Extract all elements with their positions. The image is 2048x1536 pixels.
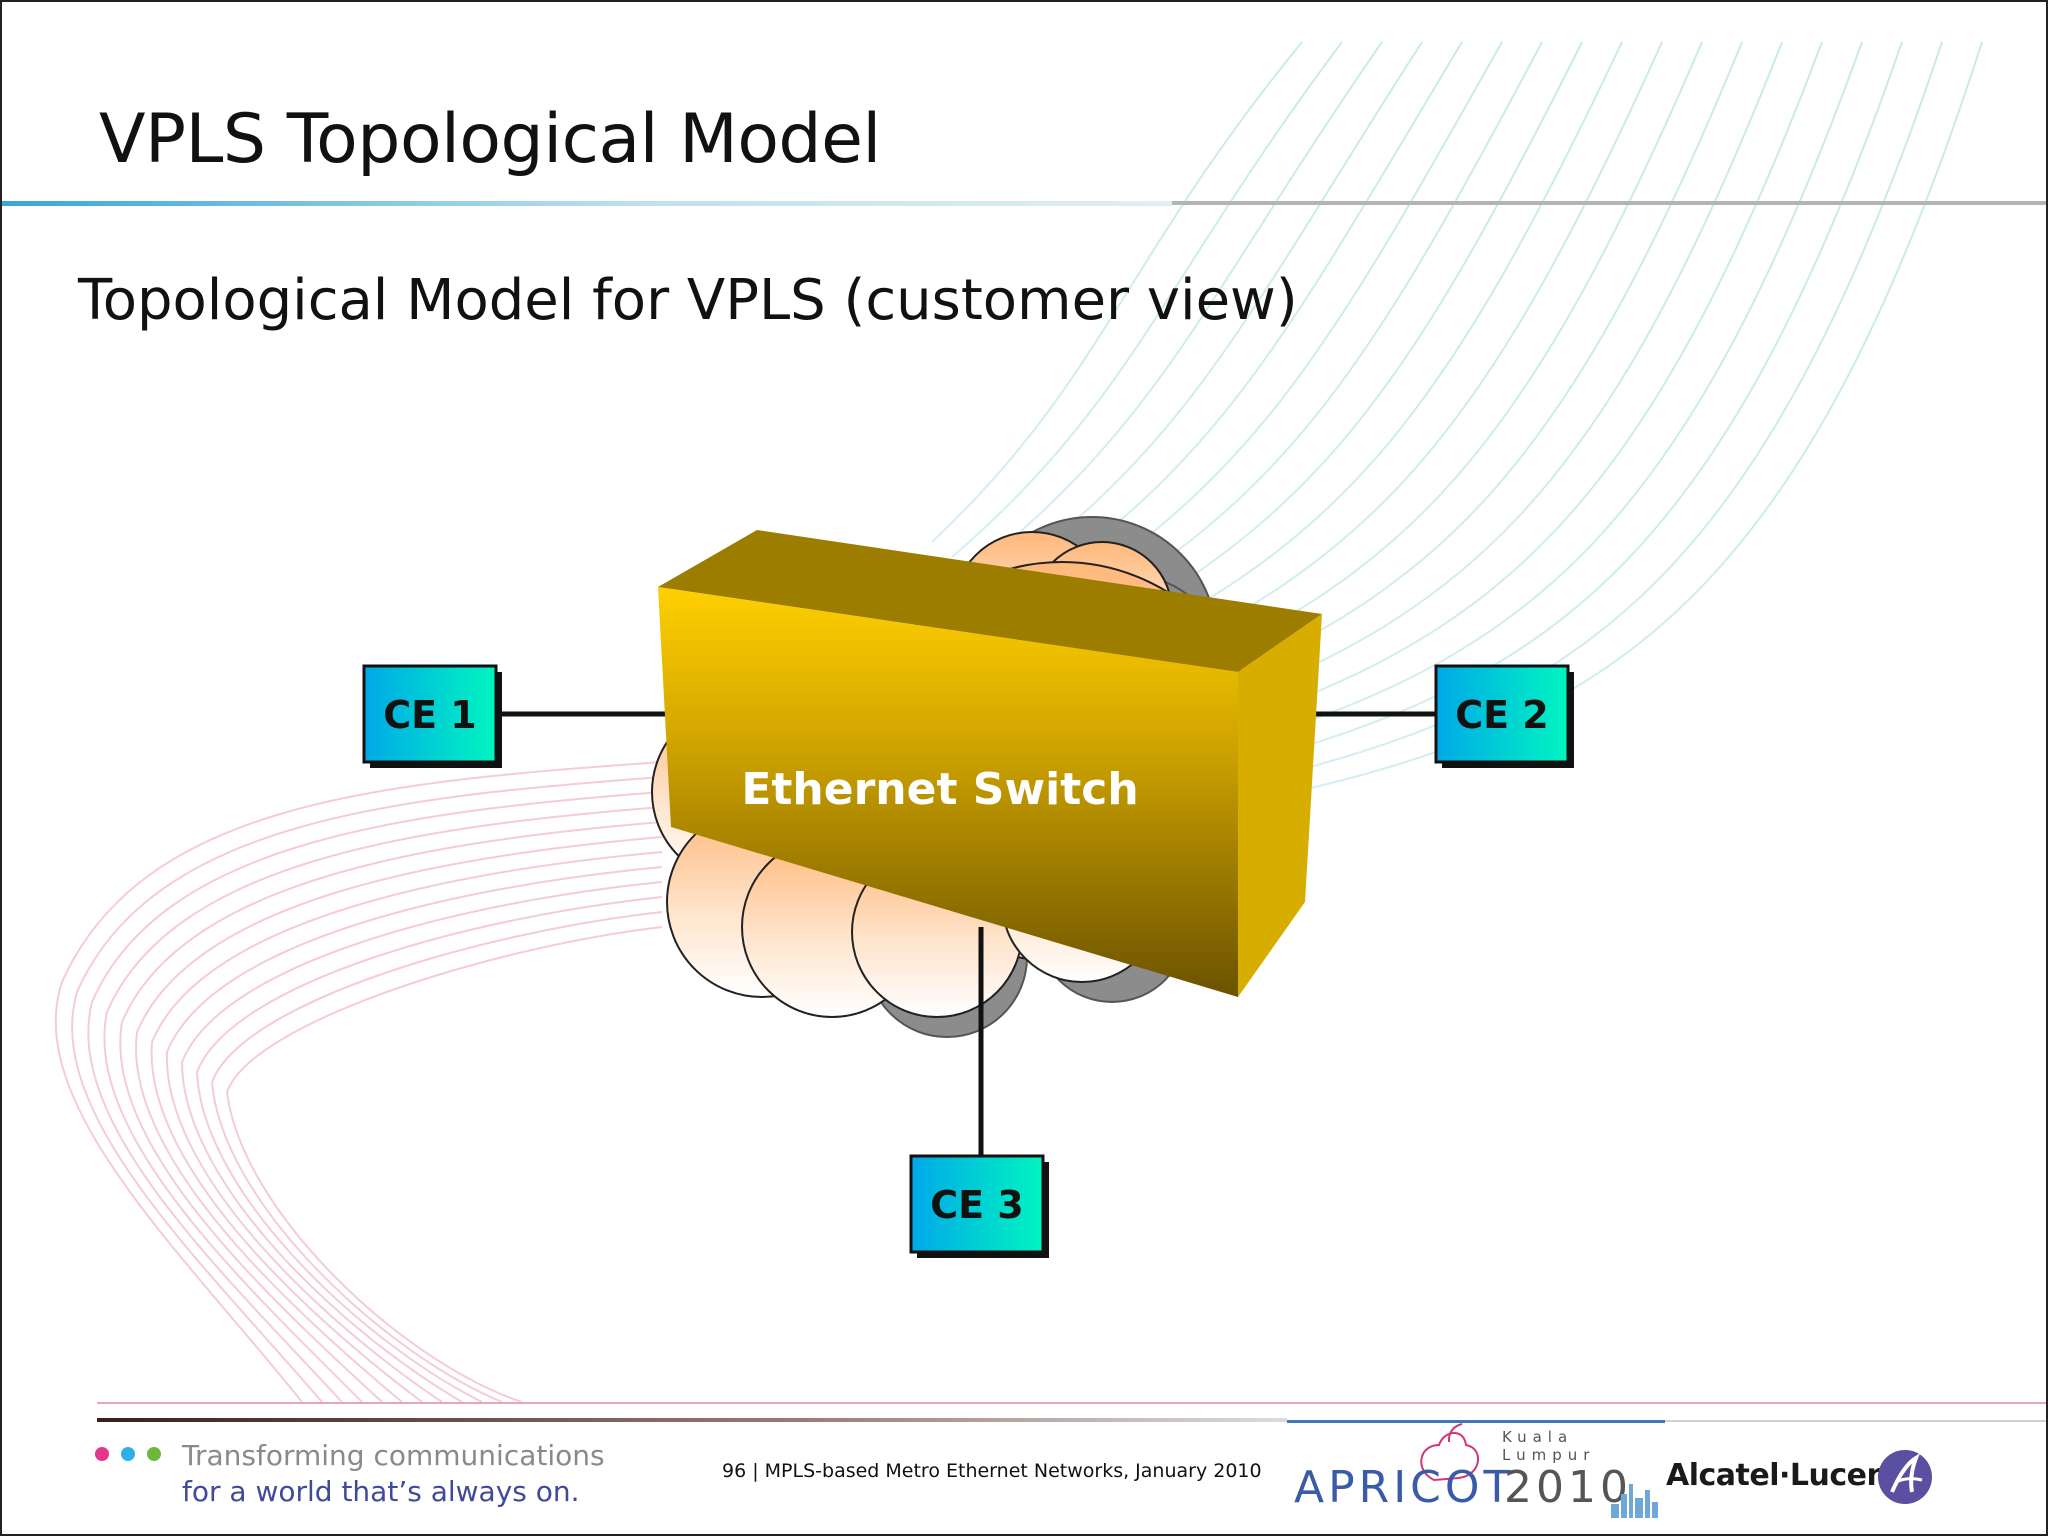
tagline: Transforming communications for a world … — [182, 1438, 605, 1510]
ethernet-switch: Ethernet Switch — [658, 530, 1322, 997]
brand-name: Alcatel·Lucent — [1666, 1458, 1902, 1493]
switch-top-face — [658, 530, 1322, 672]
ce1-label: CE 1 — [383, 693, 477, 737]
footer-page-text: 96 | MPLS-based Metro Ethernet Networks,… — [722, 1460, 1262, 1482]
footer-rule — [97, 1418, 1287, 1422]
tagline-line2: for a world that’s always on. — [182, 1475, 580, 1508]
title-rule-grey — [1172, 201, 2046, 205]
green-dot — [147, 1447, 161, 1461]
footer-rule-right — [1287, 1420, 1665, 1423]
city-skyline — [1611, 1484, 1658, 1518]
ce2-node: CE 2 — [1434, 664, 1574, 768]
switch-front-face — [658, 587, 1238, 997]
apricot-year: 2010 — [1504, 1462, 1632, 1513]
ce3-node: CE 3 — [909, 1154, 1049, 1258]
slide-title: VPLS Topological Model — [99, 100, 881, 179]
slide-subtitle: Topological Model for VPLS (customer vie… — [78, 268, 1298, 333]
tagline-dots — [95, 1446, 173, 1465]
apricot-word: APRICOT — [1294, 1462, 1515, 1513]
ce3-label: CE 3 — [930, 1183, 1024, 1227]
ce1-node: CE 1 — [362, 664, 502, 768]
apricot-city: Kuala Lumpur — [1502, 1428, 1596, 1464]
alcatel-lucent-logo-icon — [1878, 1450, 1932, 1504]
title-rule — [2, 201, 1172, 206]
connections — [499, 711, 1437, 1157]
tagline-line1: Transforming communications — [182, 1439, 605, 1472]
footer-rule-grey — [1665, 1420, 2046, 1422]
switch-label: Ethernet Switch — [741, 764, 1138, 815]
ce2-label: CE 2 — [1455, 693, 1549, 737]
apricot-logo: Kuala Lumpur APRICOT 2010 — [1284, 1420, 1660, 1520]
footer-rule-pink — [97, 1402, 2046, 1404]
switch-side-face — [1238, 614, 1322, 997]
blue-dot — [121, 1447, 135, 1461]
apricot-emblem — [1420, 1423, 1480, 1482]
pink-dot — [95, 1447, 109, 1461]
pink-wave — [54, 761, 663, 1403]
